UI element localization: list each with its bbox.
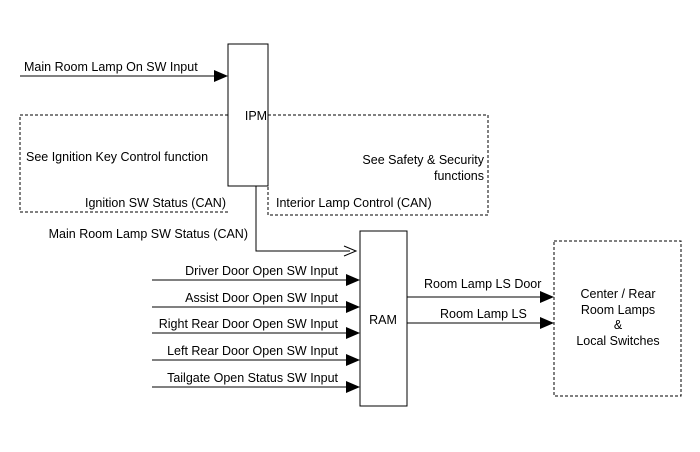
main-room-lamp-on-arrowhead [214,70,228,82]
left-rear-door-label: Left Rear Door Open SW Input [167,344,338,358]
assist-door-label: Assist Door Open SW Input [185,291,338,305]
main-room-lamp-on-label: Main Room Lamp On SW Input [24,60,198,74]
room-lamp-ls-arrowhead [540,317,554,329]
room-lamp-ls-label: Room Lamp LS [440,307,527,321]
safety-note-line2: functions [434,169,484,183]
room-lamps-block [553,240,682,397]
lamps-label-line3: & [614,318,623,332]
driver-door-label: Driver Door Open SW Input [185,264,338,278]
main-room-lamp-status-wire [255,186,350,252]
safety-security-region [267,114,489,216]
left-rear-door-arrowhead [346,354,360,366]
tailgate-label: Tailgate Open Status SW Input [167,371,338,385]
room-lamp-ls-door-arrowhead [540,291,554,303]
lamps-label-line1: Center / Rear [580,287,655,301]
main-room-lamp-status-label: Main Room Lamp SW Status (CAN) [49,227,248,241]
tailgate-arrowhead [346,381,360,393]
ipm-module [227,43,269,187]
right-rear-door-label: Right Rear Door Open SW Input [159,317,339,331]
right-rear-door-arrowhead [346,327,360,339]
ipm-label: IPM [245,109,267,123]
interior-lamp-control-label: Interior Lamp Control (CAN) [276,196,432,210]
ignition-key-note: See Ignition Key Control function [26,150,208,164]
ignition-key-region [19,114,228,213]
lamps-label-line4: Local Switches [576,334,659,348]
main-room-lamp-status-arrowhead [343,245,358,257]
ram-label: RAM [369,313,397,327]
room-lamp-ls-door-label: Room Lamp LS Door [424,277,541,291]
ram-module [359,230,408,407]
assist-door-arrowhead [346,301,360,313]
ignition-status-label: Ignition SW Status (CAN) [85,196,226,210]
safety-note-line1: See Safety & Security [362,153,484,167]
driver-door-arrowhead [346,274,360,286]
lamps-label-line2: Room Lamps [581,303,655,317]
